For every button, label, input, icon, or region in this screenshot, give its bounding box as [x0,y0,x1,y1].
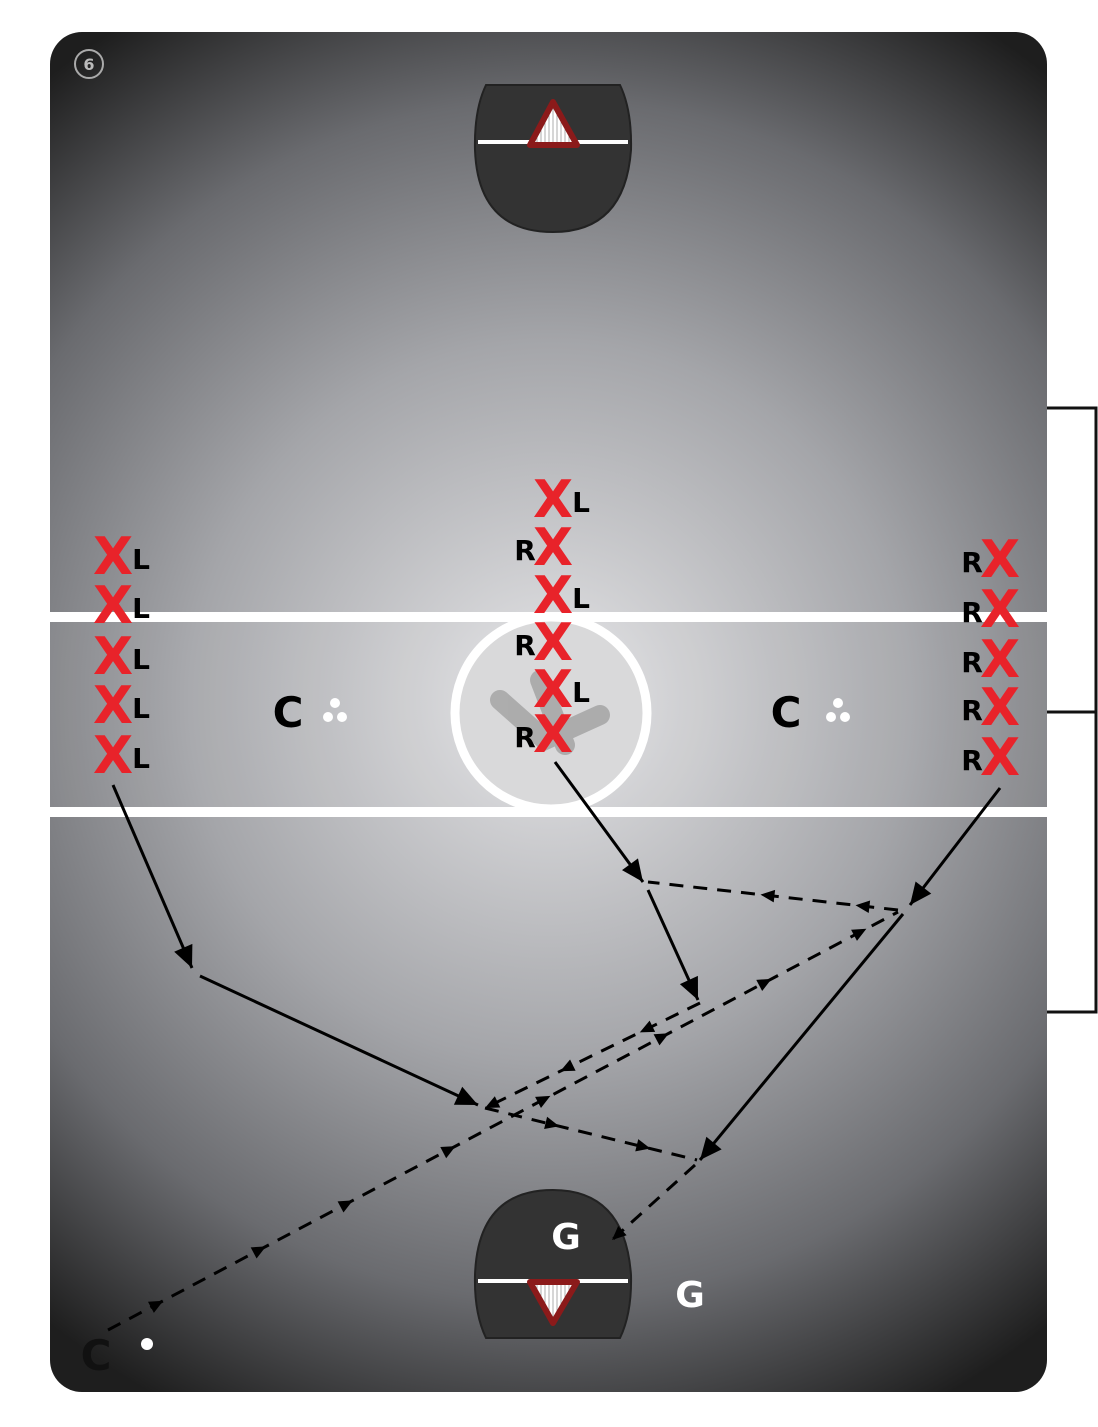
hand-label: R [961,546,983,579]
top-crease [473,84,633,234]
player-x-marker: X [533,518,573,578]
coach-right: C [771,688,802,737]
pass-arrowhead-icon [337,1200,353,1213]
player-x-marker: X [980,530,1020,590]
hand-label: L [132,742,150,775]
pass-arrowhead-icon [485,1096,501,1108]
pass-arrowhead-icon [147,1300,164,1313]
run-path [908,787,1002,906]
player-x-marker: X [533,470,573,530]
pass-arrowhead-icon [653,1033,669,1046]
player-x-marker: X [93,726,133,786]
right_column-player: XR [961,530,1020,590]
run-arrowhead-icon [622,858,643,882]
logo [490,670,610,755]
diagram-number-badge [74,49,104,79]
pass-arrowhead-icon [639,1020,656,1033]
goalie-outside: G [675,1275,705,1316]
right_column-player: XR [961,728,1020,788]
pass-path [484,1106,698,1162]
run-path [698,913,905,1161]
bottom-crease [473,1188,633,1339]
ball-icon [141,1338,153,1350]
player-x-marker: X [533,660,573,720]
balls-left-icon [323,698,347,722]
player-x-marker: X [533,566,573,626]
player-x-marker: X [93,627,133,687]
run-arrowhead-icon [174,943,193,968]
pass-arrowhead-icon [544,1116,560,1129]
right_column-player: XR [961,630,1020,690]
hand-label: L [132,692,150,725]
pass-arrowhead-icon [535,1095,551,1109]
hand-label: L [132,592,150,625]
goalie-in-crease: G [551,1217,581,1258]
movement-paths [107,761,1002,1332]
pass-arrowhead-icon [760,889,776,903]
pass-arrowhead-icon [756,978,772,991]
run-arrowhead-icon [679,975,698,1000]
bottom-goal-icon [527,1279,580,1326]
run-arrowhead-icon [700,1136,722,1160]
hand-label: R [961,694,983,727]
player-x-marker: X [93,527,133,587]
pass-arrowhead-icon [560,1059,576,1072]
top-goal-icon [527,99,580,148]
diagram-number: 6 [83,55,94,74]
hand-label: L [572,486,590,519]
pass-arrowhead-icon [440,1146,456,1159]
player-x-marker: X [93,576,133,636]
hand-label: L [132,543,150,576]
player-x-marker: X [980,728,1020,788]
hand-label: R [514,629,536,662]
middle_column-player: XR [514,613,573,673]
pass-arrowhead-icon [855,900,871,914]
hand-label: R [961,596,983,629]
hand-label: L [132,643,150,676]
hand-label: L [572,676,590,709]
player-x-marker: X [980,630,1020,690]
hand-label: R [961,744,983,777]
player-x-marker: X [533,705,573,765]
run-path [553,761,645,883]
hand-label: R [514,534,536,567]
middle_column-player: XR [514,518,573,578]
run-arrowhead-icon [453,1086,478,1105]
right_column-player: XR [961,580,1020,640]
run-arrowhead-icon [910,881,932,905]
right_column-player: XR [961,678,1020,738]
balls-right-icon [826,698,850,722]
player-x-marker: X [533,613,573,673]
pass-arrowhead-icon [851,928,867,941]
player-x-marker: X [980,580,1020,640]
hand-label: L [572,582,590,615]
pass-arrowhead-icon [250,1246,266,1259]
pass-path [610,1163,697,1242]
player-x-marker: X [980,678,1020,738]
pass-path [484,1001,701,1110]
middle_column-player: XR [514,705,573,765]
pass-arrowhead-icon [612,1225,627,1240]
bracket [1047,406,1098,1014]
player-x-marker: X [93,676,133,736]
coach-bottom: C [81,1331,112,1380]
pass-arrowhead-icon [635,1139,651,1152]
hand-label: R [514,721,536,754]
hand-label: R [961,646,983,679]
coach-left: C [273,688,304,737]
run-path [199,974,479,1107]
run-path [111,784,194,969]
